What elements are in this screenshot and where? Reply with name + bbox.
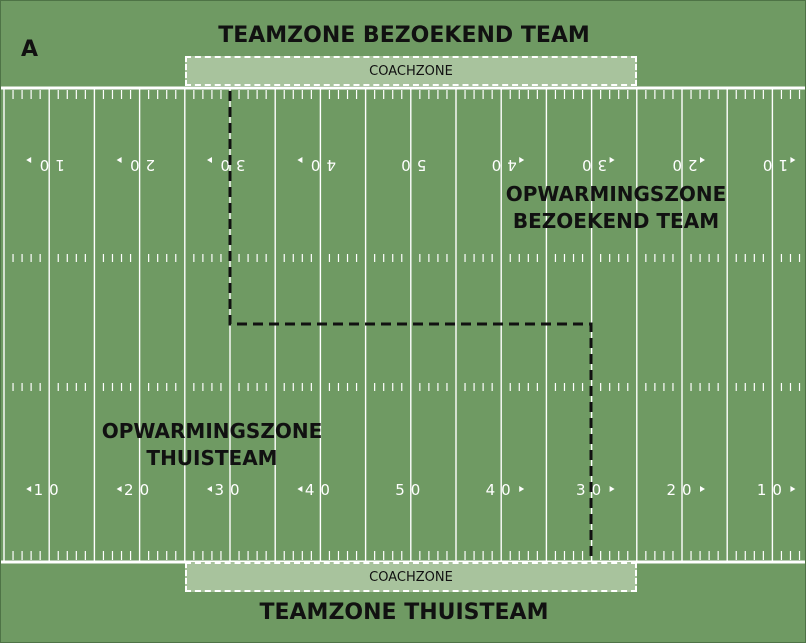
yard-arrow-bottom (700, 486, 705, 492)
yard-number-bottom: 40 (486, 481, 517, 499)
yard-number-top: 50 (395, 156, 426, 174)
coach-zone-top-label: COACHZONE (369, 63, 453, 79)
yard-number-bottom: 50 (395, 481, 426, 499)
yard-arrow-top (609, 157, 615, 163)
yard-number-bottom: 10 (34, 481, 65, 499)
yard-number-top: 40 (486, 156, 517, 174)
yard-number-bottom: 20 (124, 481, 155, 499)
yard-number-bottom: 30 (214, 481, 245, 499)
yard-number-top: 30 (576, 156, 607, 174)
yard-number-bottom: 20 (666, 481, 697, 499)
warmup-zone-away-line2: BEZOEKEND TEAM (512, 209, 720, 233)
warmup-zone-away-label: OPWARMINGSZONE BEZOEKEND TEAM (471, 181, 761, 235)
yard-arrow-top (116, 157, 122, 163)
yard-arrow-bottom (26, 486, 32, 492)
yard-number-bottom: 40 (305, 481, 336, 499)
yard-arrow-bottom (207, 486, 212, 492)
yard-arrow-top (790, 157, 796, 163)
coach-zone-bottom-label: COACHZONE (369, 569, 453, 585)
yard-number-top: 10 (757, 156, 788, 174)
yard-number-top: 40 (305, 156, 336, 174)
warmup-zone-away-line1: OPWARMINGSZONE (505, 182, 727, 206)
warmup-zone-home-line2: THUISTEAM (146, 446, 278, 470)
yard-arrow-bottom (297, 486, 303, 492)
yard-arrow-top (297, 157, 303, 163)
yard-number-bottom: 30 (576, 481, 607, 499)
yard-number-bottom: 10 (757, 481, 788, 499)
yard-number-top: 10 (34, 156, 65, 174)
warmup-zone-home-line1: OPWARMINGSZONE (101, 419, 323, 443)
warmup-zone-home-label: OPWARMINGSZONE THUISTEAM (67, 418, 357, 472)
yard-arrow-bottom (519, 486, 525, 492)
panel-letter: A (21, 37, 39, 62)
coach-zone-top: COACHZONE (185, 56, 637, 86)
hash-marks (12, 90, 801, 560)
yard-arrow-top (700, 157, 705, 163)
teamzone-home-label: TEAMZONE THUISTEAM (259, 600, 549, 625)
yard-arrow-top (207, 157, 212, 163)
yard-arrow-bottom (116, 486, 122, 492)
yard-number-top: 20 (124, 156, 155, 174)
yard-number-top: 20 (666, 156, 697, 174)
yard-arrow-top (519, 157, 525, 163)
yard-arrow-top (26, 157, 32, 163)
coach-zone-bottom: COACHZONE (185, 562, 637, 592)
teamzone-away-label: TEAMZONE BEZOEKEND TEAM (218, 23, 590, 48)
yard-arrow-bottom (790, 486, 796, 492)
yard-arrow-bottom (609, 486, 615, 492)
warmup-zone-divider (228, 91, 593, 561)
